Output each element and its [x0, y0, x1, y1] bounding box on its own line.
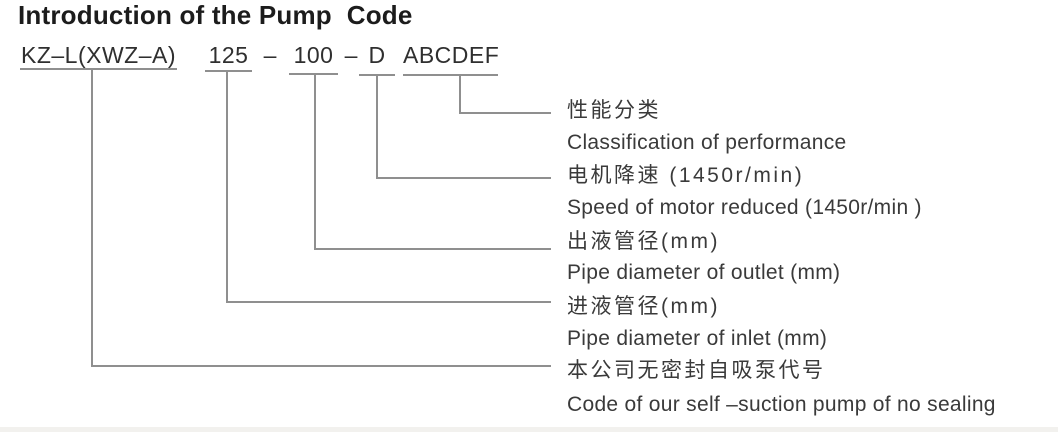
code-separator-2: –	[344, 42, 358, 68]
underline-company	[20, 68, 177, 70]
label-performance-zh: 性能分类	[567, 99, 661, 122]
label-speed-en: Speed of motor reduced (1450r/min )	[567, 196, 922, 219]
connector-performance-vline	[459, 75, 461, 112]
code-segment-performance: ABCDEF	[403, 42, 500, 68]
label-speed-zh: 电机降速 (1450r/min)	[567, 164, 805, 187]
connector-company-hline	[91, 365, 551, 367]
connector-performance-hline	[459, 112, 551, 114]
code-segment-company: KZ–L(XWZ–A)	[20, 42, 177, 68]
connector-outlet-hline	[314, 248, 551, 250]
page-title: Introduction of the Pump Code	[18, 0, 413, 30]
connector-company-vline	[91, 69, 93, 367]
underline-performance	[403, 74, 498, 76]
label-inlet-en: Pipe diameter of inlet (mm)	[567, 327, 828, 350]
underline-outlet	[289, 73, 338, 75]
bottom-edge-band	[0, 427, 1058, 432]
label-outlet-en: Pipe diameter of outlet (mm)	[567, 261, 841, 284]
label-company-en: Code of our self –suction pump of no sea…	[567, 393, 996, 416]
label-outlet-zh: 出液管径(mm)	[567, 230, 720, 253]
connector-outlet-vline	[314, 74, 316, 248]
label-company-zh: 本公司无密封自吸泵代号	[567, 359, 826, 382]
code-segment-speed: D	[368, 42, 386, 68]
connector-inlet-vline	[226, 71, 228, 301]
code-segment-outlet: 100	[293, 42, 334, 68]
underline-inlet	[205, 70, 252, 72]
connector-speed-vline	[376, 75, 378, 177]
label-performance-en: Classification of performance	[567, 131, 847, 154]
code-segment-inlet: 125	[208, 42, 249, 68]
code-separator-1: –	[263, 42, 277, 68]
label-inlet-zh: 进液管径(mm)	[567, 295, 720, 318]
connector-inlet-hline	[226, 301, 551, 303]
connector-speed-hline	[376, 177, 551, 179]
